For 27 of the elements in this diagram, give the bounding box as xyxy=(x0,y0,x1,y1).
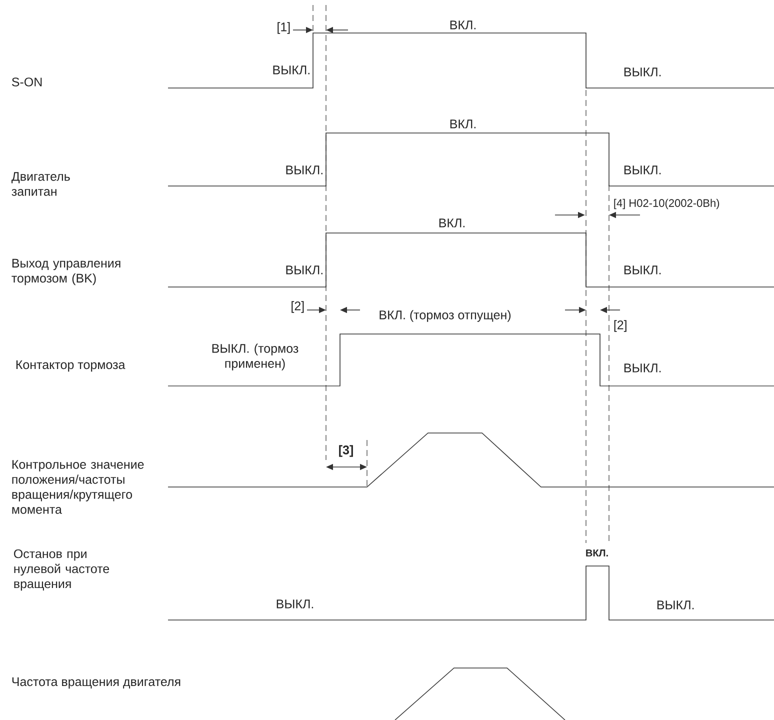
signal-name: Частота вращения двигателя xyxy=(12,677,180,689)
state-label: [4] H02-10(2002-0Bh) xyxy=(614,198,720,210)
state-label: ВКЛ. xyxy=(439,218,465,228)
signal-name: Контактор тормоза xyxy=(16,360,126,372)
state-label: ВЫКЛ. xyxy=(276,600,314,608)
state-label: ВЫКЛ. xyxy=(624,266,661,274)
state-label: ВЫКЛ. xyxy=(273,66,310,74)
state-label: ВКЛ. xyxy=(450,20,476,30)
state-label: ВЫКЛ. (тормоз применен) xyxy=(212,344,298,370)
state-label: ВЫКЛ. xyxy=(624,364,661,372)
state-label: [3] xyxy=(339,445,353,457)
state-label: [2] xyxy=(614,320,626,332)
state-label: ВКЛ. xyxy=(450,120,476,128)
state-label: ВКЛ. xyxy=(586,550,608,556)
signal-name: Останов при нулевой частоте вращения xyxy=(14,549,110,591)
signal-name: S-ON xyxy=(12,78,42,86)
state-label: [1] xyxy=(278,22,290,34)
state-label: ВЫКЛ. xyxy=(286,266,322,274)
signal-name: Двигатель запитан xyxy=(12,172,70,196)
signal-name: Контрольное значение положения/частоты вращения/крутящего момента xyxy=(12,460,144,514)
state-label: ВЫКЛ. xyxy=(624,68,661,76)
state-label: ВЫКЛ. xyxy=(624,166,661,174)
state-label: ВКЛ. (тормоз отпущен) xyxy=(380,310,511,322)
state-label: ВЫКЛ. xyxy=(286,166,322,174)
state-label: [2] xyxy=(292,301,304,313)
state-label: ВЫКЛ. xyxy=(657,600,694,610)
signal-name: Выход управления тормозом (BK) xyxy=(12,258,120,286)
